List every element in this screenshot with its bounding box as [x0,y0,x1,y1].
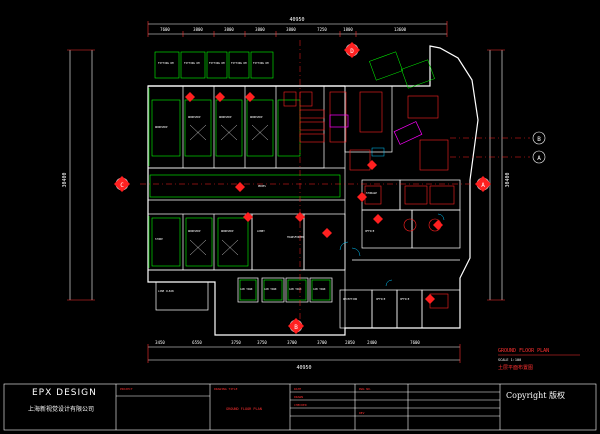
svg-text:WORKSHOP: WORKSHOP [250,115,263,119]
svg-text:DRAWN: DRAWN [294,395,303,399]
svg-text:CAB TANK: CAB TANK [289,287,302,291]
svg-text:WORKSHOP: WORKSHOP [188,115,201,119]
svg-text:STORAGE: STORAGE [366,191,377,195]
plan-title: GROUND FLOOR PLAN SCALE 1:100 土层平面布置图 [498,348,580,371]
svg-text:WORKSHOP: WORKSHOP [155,125,168,129]
svg-text:B: B [537,136,541,143]
dimension-lines [69,23,503,361]
right-overall-dim: 30400 [505,172,511,187]
copyright-label: Copyright 版权 [506,391,565,400]
vehicle-shapes [329,114,423,145]
left-overall-dim: 30400 [62,172,68,187]
svg-text:LOBBY: LOBBY [257,229,265,233]
svg-text:A: A [537,155,541,162]
top-dim-6: 7250 [317,27,327,32]
door-arcs [339,147,445,287]
top-dim-8: 13600 [394,27,407,32]
svg-text:PROPS: PROPS [258,184,266,188]
company-logo: EPX DESIGN [32,388,97,398]
svg-text:FITTING RM: FITTING RM [158,61,174,65]
svg-text:REV: REV [359,411,365,415]
interior-walls [147,85,461,335]
dimension-ticks [67,21,505,363]
room-labels: FITTING RM FITTING RM FITTING RM FITTING R… [155,61,410,301]
svg-text:LINE CLEAN: LINE CLEAN [158,289,174,293]
top-dim-1: 7600 [160,27,170,32]
grid-marker-right-b: B [532,131,546,145]
svg-text:WORKSHOP: WORKSHOP [221,229,234,233]
svg-text:B: B [294,324,298,331]
svg-text:CHECKED: CHECKED [294,403,307,407]
svg-text:WORKSHOP: WORKSHOP [188,229,201,233]
company-name: 上海新视觉设计有限公司 [28,406,95,413]
grid-marker-bottom-b: B [288,318,304,334]
bottom-dim-2: 6550 [192,340,202,345]
bottom-dim-6: 3700 [317,340,327,345]
title-block-frame [3,383,597,431]
top-overall-dim: 40950 [289,17,304,23]
svg-text:CAB TANK: CAB TANK [313,287,326,291]
bottom-dimension-labels: 3450 6550 3750 3750 3700 3700 2850 2400 … [155,340,420,345]
plan-title-english: GROUND FLOOR PLAN [498,348,549,354]
title-block-fields: PROJECT DRAWING TITLE DATE DWG NO. DRAWN… [120,387,372,415]
equipment-red [283,91,455,309]
bottom-dim-4: 3750 [257,340,267,345]
grid-marker-d: D [344,42,360,58]
grid-marker-c: C [114,176,130,192]
svg-text:FITTING RM: FITTING RM [209,61,225,65]
bottom-dim-8: 2400 [367,340,377,345]
grid-axes [140,40,530,320]
section-markers [185,92,443,304]
svg-text:CAB TANK: CAB TANK [240,287,253,291]
svg-text:A: A [481,182,485,189]
parking-spots [369,51,435,89]
svg-text:CAB TANK: CAB TANK [264,287,277,291]
svg-text:DWG NO.: DWG NO. [359,387,372,391]
svg-text:OFFICE: OFFICE [400,297,410,301]
svg-text:D: D [350,48,354,55]
bottom-dim-1: 3450 [155,340,165,345]
top-dim-7: 1800 [343,27,353,32]
plan-title-chinese: 土层平面布置图 [498,364,533,371]
svg-text:OFFICE: OFFICE [376,297,386,301]
svg-text:TRANSFORMER: TRANSFORMER [287,235,305,239]
svg-text:OFFICE: OFFICE [365,229,375,233]
bay-hatches [189,124,269,256]
svg-text:PROJECT: PROJECT [120,387,133,391]
bottom-overall-dim: 40950 [296,365,311,371]
svg-text:RECEPTION: RECEPTION [343,297,357,301]
svg-text:DRAWING TITLE: DRAWING TITLE [214,387,238,391]
svg-text:FITTING RM: FITTING RM [231,61,247,65]
svg-text:WORKSHOP: WORKSHOP [219,115,232,119]
top-dim-3: 3800 [224,27,234,32]
svg-text:FITTING RM: FITTING RM [184,61,200,65]
top-dimension-labels: 7600 3800 3800 3800 3800 7250 1800 13600 [160,27,406,32]
top-dim-5: 3800 [286,27,296,32]
exterior-walls [147,45,479,336]
grid-marker-right-a: A [532,150,546,164]
bottom-dim-5: 3700 [287,340,297,345]
top-dim-4: 3800 [255,27,265,32]
furniture-outlines [148,51,341,301]
svg-text:DATE: DATE [294,387,301,391]
svg-text:STORE: STORE [155,237,163,241]
bottom-dim-3: 3750 [231,340,241,345]
plan-title-scale: SCALE 1:100 [498,358,521,362]
top-dim-2: 3800 [193,27,203,32]
svg-text:C: C [120,182,124,189]
title-block-drawing-name: GROUND FLOOR PLAN [226,407,262,411]
bottom-dim-7: 2850 [345,340,355,345]
svg-text:FITTING RM: FITTING RM [253,61,269,65]
bottom-dim-9: 7600 [410,340,420,345]
grid-marker-lower-a: A [475,176,491,192]
